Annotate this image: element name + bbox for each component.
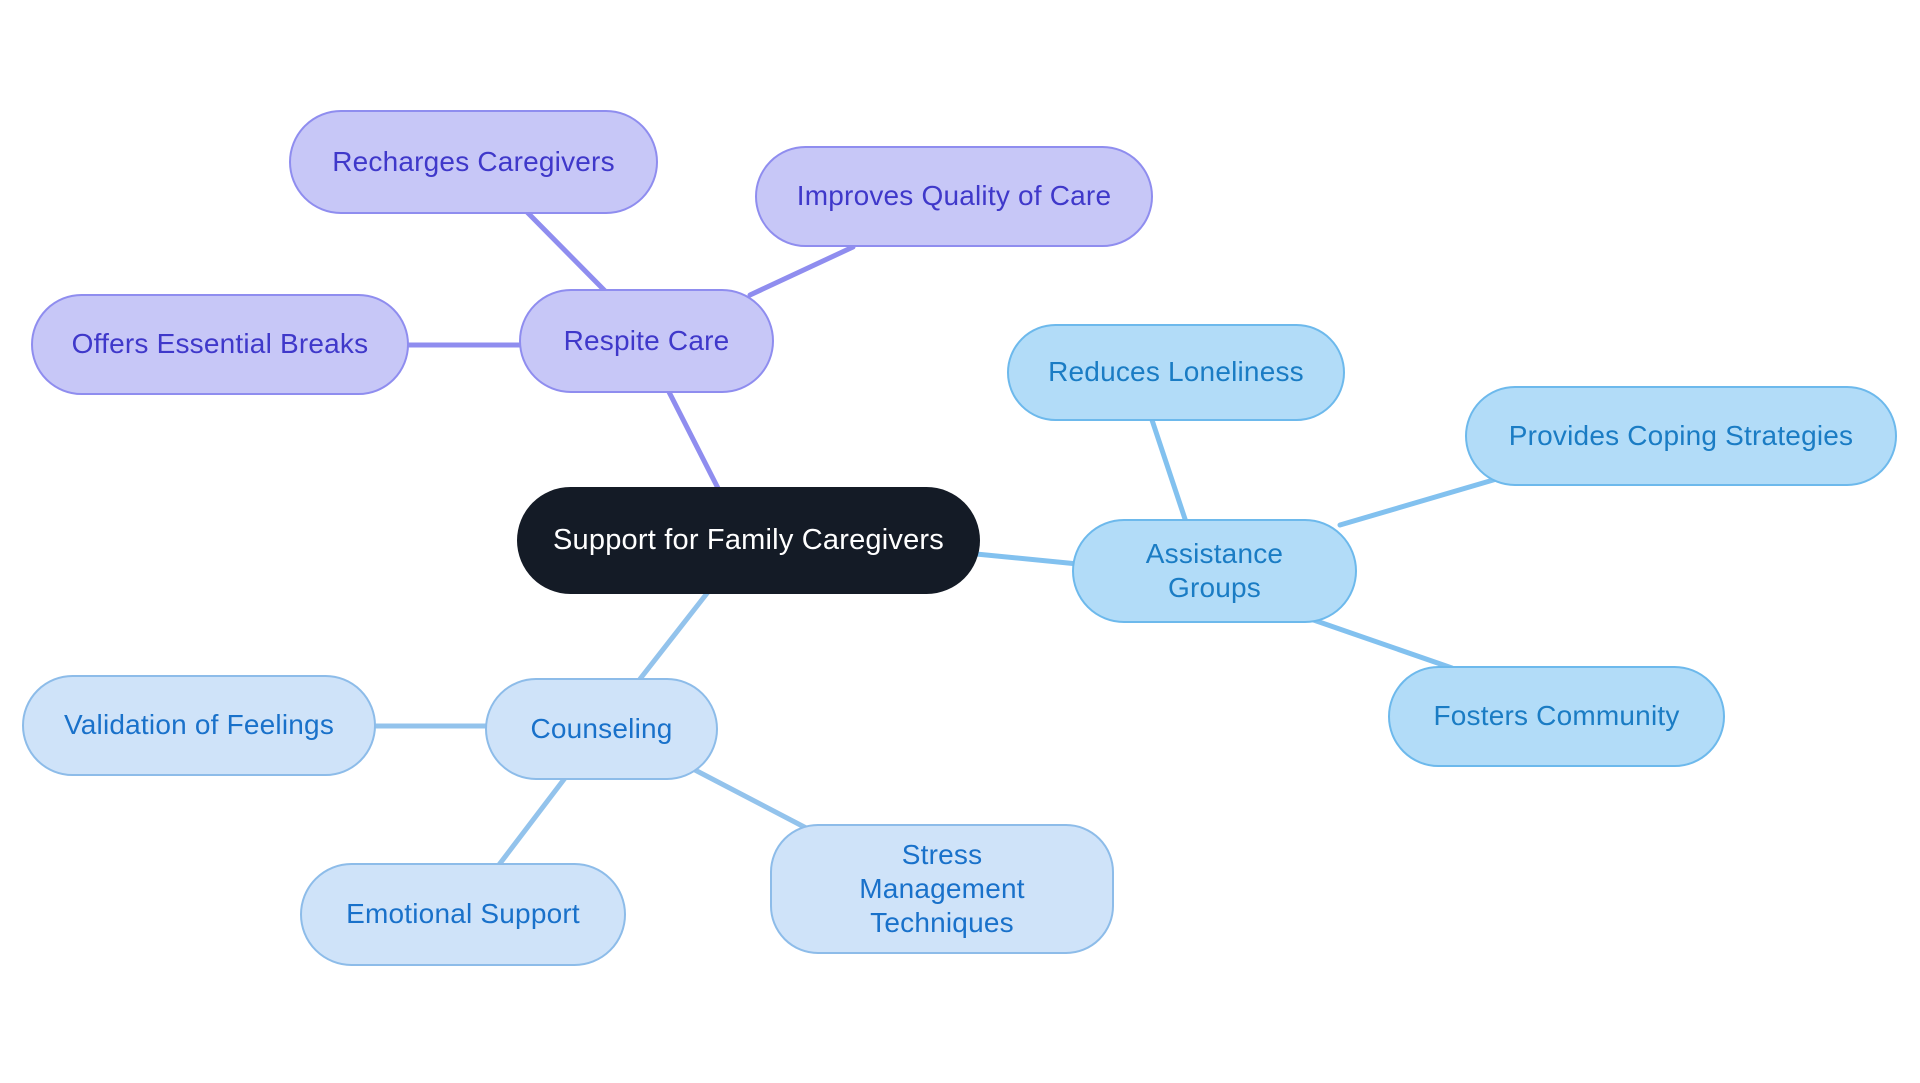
- node-fosters-community[interactable]: Fosters Community: [1388, 666, 1725, 767]
- edge-center-assistance-groups: [973, 551, 1081, 567]
- node-provides-coping-strategies[interactable]: Provides Coping Strategies: [1465, 386, 1897, 486]
- edge-assistance-reduces: [1149, 417, 1189, 525]
- edge-counseling-stress: [692, 767, 813, 833]
- node-reduces-loneliness[interactable]: Reduces Loneliness: [1007, 324, 1345, 421]
- node-offers-essential-breaks[interactable]: Offers Essential Breaks: [31, 294, 409, 395]
- node-validation-of-feelings[interactable]: Validation of Feelings: [22, 675, 376, 776]
- node-support-for-family-caregivers[interactable]: Support for Family Caregivers: [517, 487, 980, 594]
- edge-center-respite-care: [665, 387, 727, 503]
- edge-assistance-fosters: [1299, 613, 1455, 671]
- node-counseling[interactable]: Counseling: [485, 678, 718, 780]
- edge-counseling-emotional: [492, 775, 568, 873]
- node-respite-care[interactable]: Respite Care: [519, 289, 774, 393]
- node-emotional-support[interactable]: Emotional Support: [300, 863, 626, 966]
- edge-respite-improves-quality: [747, 244, 856, 298]
- node-improves-quality-of-care[interactable]: Improves Quality of Care: [755, 146, 1153, 247]
- edge-center-counseling: [637, 589, 711, 682]
- edge-respite-recharges: [524, 209, 611, 297]
- node-assistance-groups[interactable]: Assistance Groups: [1072, 519, 1357, 623]
- node-recharges-caregivers[interactable]: Recharges Caregivers: [289, 110, 658, 214]
- node-stress-management-techniques[interactable]: Stress Management Techniques: [770, 824, 1114, 954]
- edge-assistance-coping: [1337, 475, 1503, 528]
